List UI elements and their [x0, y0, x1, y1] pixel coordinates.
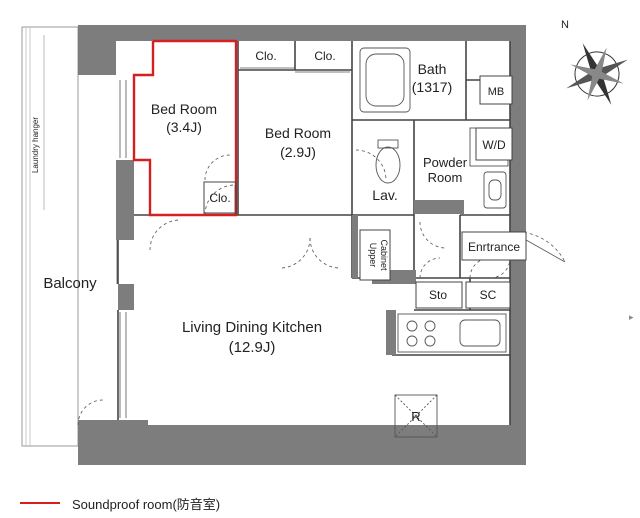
compass-north-label: N [561, 19, 569, 31]
bath-name: Bath [418, 61, 447, 77]
toilet [375, 146, 401, 184]
walls [78, 25, 526, 465]
legend-label: Soundproof room(防音室) [72, 496, 221, 512]
burner [424, 320, 436, 332]
floor-plan: Laundry hanger Balcony [21, 19, 628, 465]
stove-burners [406, 320, 436, 347]
bathtub [359, 47, 411, 113]
burner [406, 335, 418, 347]
wall-left-mid [118, 284, 134, 310]
side-arrow-icon: ▸ [629, 312, 634, 322]
kitchen-counter [397, 313, 507, 353]
entrance-box [461, 231, 527, 261]
closet2-label: Clo. [255, 49, 276, 63]
mb-box [479, 75, 513, 105]
ldk-name: Living Dining Kitchen [182, 319, 322, 336]
sc-box [465, 281, 511, 309]
sto-box [415, 281, 463, 309]
bedroom2-name: Bed Room [265, 125, 331, 141]
closet1-label: Clo. [209, 191, 230, 205]
sto-label: Sto [429, 288, 447, 302]
wd-box [475, 127, 513, 161]
sc-label: SC [480, 288, 497, 302]
laundry-hanger-label: Laundry hanger [31, 117, 40, 173]
closet3-label: Clo. [314, 49, 335, 63]
compass-rose [566, 43, 628, 105]
mb-label: MB [488, 86, 505, 98]
burner [406, 320, 418, 332]
powder-room-line1: Powder [423, 155, 468, 170]
soundproof-room-outline [132, 39, 238, 217]
lav-label: Lav. [372, 187, 397, 203]
wall-top-left-block [78, 25, 116, 75]
fridge-label: R [411, 409, 420, 424]
wd-label: W/D [482, 138, 506, 152]
bath-code: (1317) [412, 79, 452, 95]
wall-top [78, 25, 526, 41]
balcony-area: Laundry hanger Balcony [21, 26, 97, 447]
powder-room-line2: Room [428, 170, 463, 185]
bedroom1-size: (3.4J) [166, 119, 202, 135]
legend-swatch [20, 502, 60, 504]
legend: Soundproof room(防音室) [20, 493, 220, 513]
entrance-label: Enrtrance [468, 240, 520, 254]
bedroom2-size: (2.9J) [280, 144, 316, 160]
ldk-size: (12.9J) [229, 339, 276, 356]
wash-basin [483, 171, 507, 209]
kitchen-sink [459, 319, 501, 347]
closet1-box [203, 181, 237, 214]
wall-right-lower-block [444, 425, 526, 465]
balcony-label: Balcony [43, 275, 97, 292]
upper-cabinet-line1: Upper [368, 243, 378, 268]
bedroom1-name: Bed Room [151, 101, 217, 117]
fridge-space [394, 394, 438, 438]
upper-cabinet-box [359, 229, 391, 281]
upper-cabinet-line2: Cabinet [379, 239, 389, 271]
partitions [117, 41, 511, 425]
wall-bottom-left-block [78, 420, 148, 465]
burner [424, 335, 436, 347]
balcony-railing [21, 26, 79, 447]
wall-left-upper [116, 160, 134, 240]
fixtures [359, 47, 509, 438]
